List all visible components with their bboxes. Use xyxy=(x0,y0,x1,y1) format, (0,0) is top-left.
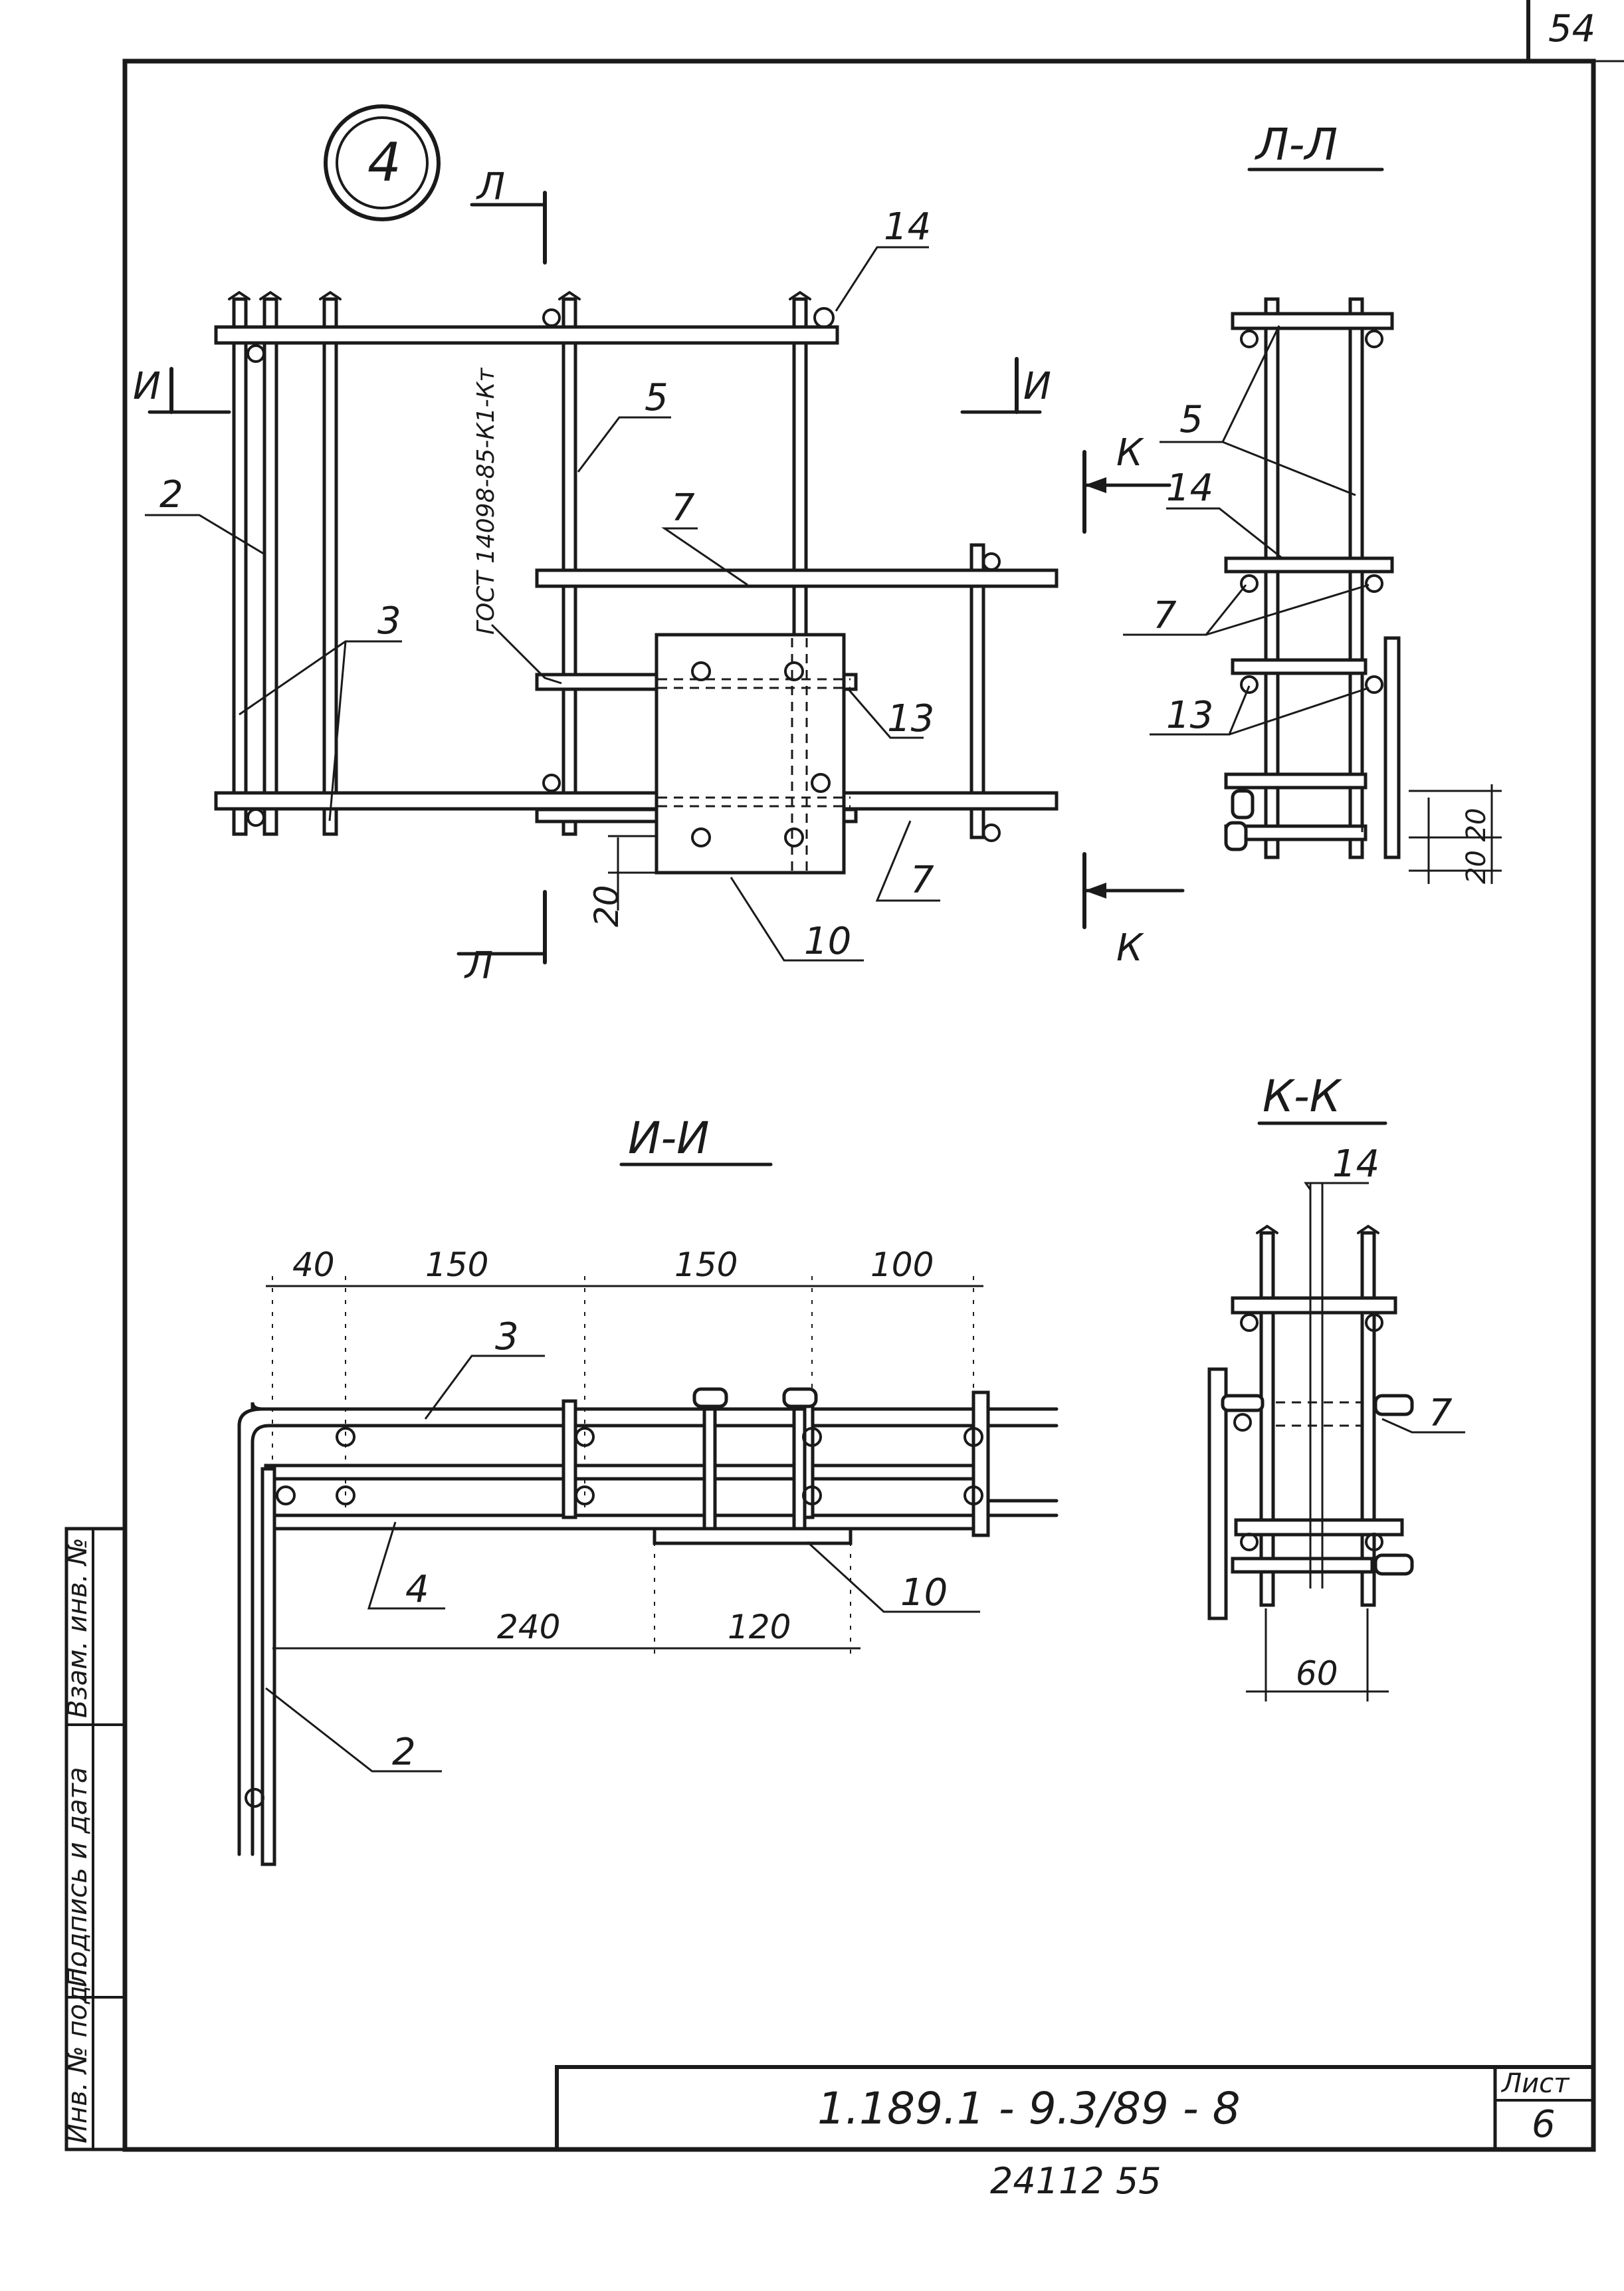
callout-7-section-k: 7 xyxy=(1429,1392,1453,1435)
callout-10-plan: 10 xyxy=(804,920,851,963)
side-stamp-sign-date: Подпись и дата xyxy=(62,1767,93,1987)
title-block-doc-code: 1.189.1 - 9.3/89 - 8 xyxy=(817,2083,1241,2134)
footer-number: 24112 55 xyxy=(990,2160,1162,2202)
cut-mark-i-right: И xyxy=(1023,365,1051,408)
cut-mark-l-bottom: Л xyxy=(464,944,493,988)
callout-14-plan: 14 xyxy=(884,205,931,249)
dim-20-20-section-l: 20 20 xyxy=(1461,808,1492,884)
cut-mark-i-left: И xyxy=(133,365,161,408)
callout-13-section-l: 13 xyxy=(1166,694,1213,737)
section-l-l-title: Л-Л xyxy=(1255,119,1338,170)
title-block-sheet-label: Лист xyxy=(1500,2068,1570,2099)
callout-2-plan: 2 xyxy=(159,473,183,516)
dim-120: 120 xyxy=(728,1608,791,1646)
callout-4-section-i: 4 xyxy=(405,1568,429,1611)
section-i-i-title: И-И xyxy=(628,1113,710,1164)
callout-14-section-l: 14 xyxy=(1166,467,1213,510)
section-k-k-view xyxy=(1207,1121,1465,1701)
node-marker xyxy=(324,104,441,221)
section-i-i-view xyxy=(237,1162,1059,1866)
callout-2-section-i: 2 xyxy=(392,1731,416,1774)
callout-7-section-l: 7 xyxy=(1153,594,1177,637)
callout-3-plan: 3 xyxy=(377,600,401,643)
dim-60: 60 xyxy=(1296,1654,1338,1693)
dim-100: 100 xyxy=(870,1246,934,1284)
sheet-frame xyxy=(122,0,1624,2152)
callout-7-plan-bottom: 7 xyxy=(910,859,934,902)
side-stamp-replaced-inv: Взам. инв. № xyxy=(62,1537,93,1718)
title-block xyxy=(555,2065,1595,2151)
section-k-k-title: К-К xyxy=(1263,1071,1343,1122)
dim-150-b: 150 xyxy=(674,1246,738,1284)
title-block-sheet-value: 6 xyxy=(1532,2103,1556,2146)
callout-5-plan: 5 xyxy=(645,376,668,419)
cut-mark-l-top: Л xyxy=(476,165,505,209)
sheet-number-corner: 54 xyxy=(1548,7,1595,51)
callout-5-section-l: 5 xyxy=(1179,398,1203,441)
dim-240: 240 xyxy=(497,1608,560,1646)
node-number: 4 xyxy=(367,132,401,193)
dim-40: 40 xyxy=(292,1246,335,1284)
side-stamp xyxy=(64,1527,127,2151)
dim-20-plan: 20 xyxy=(587,885,626,927)
callout-10-section-i: 10 xyxy=(900,1571,948,1614)
callout-14-section-k: 14 xyxy=(1332,1143,1379,1186)
section-l-l-view xyxy=(1123,167,1502,884)
cut-marks-plan xyxy=(148,191,1185,964)
plan-view xyxy=(145,246,1059,962)
callout-3-section-i: 3 xyxy=(495,1315,519,1359)
cut-mark-k-top: К xyxy=(1116,431,1144,475)
callout-13-plan: 13 xyxy=(887,697,934,740)
side-stamp-inv-orig: Инв. № подл. xyxy=(62,1960,93,2143)
cut-mark-k-bottom: К xyxy=(1116,927,1144,970)
callout-7-plan-top: 7 xyxy=(671,487,695,530)
gost-note: ГОСТ 14098-85-К1-Кт xyxy=(472,368,500,635)
dim-150-a: 150 xyxy=(425,1246,488,1284)
